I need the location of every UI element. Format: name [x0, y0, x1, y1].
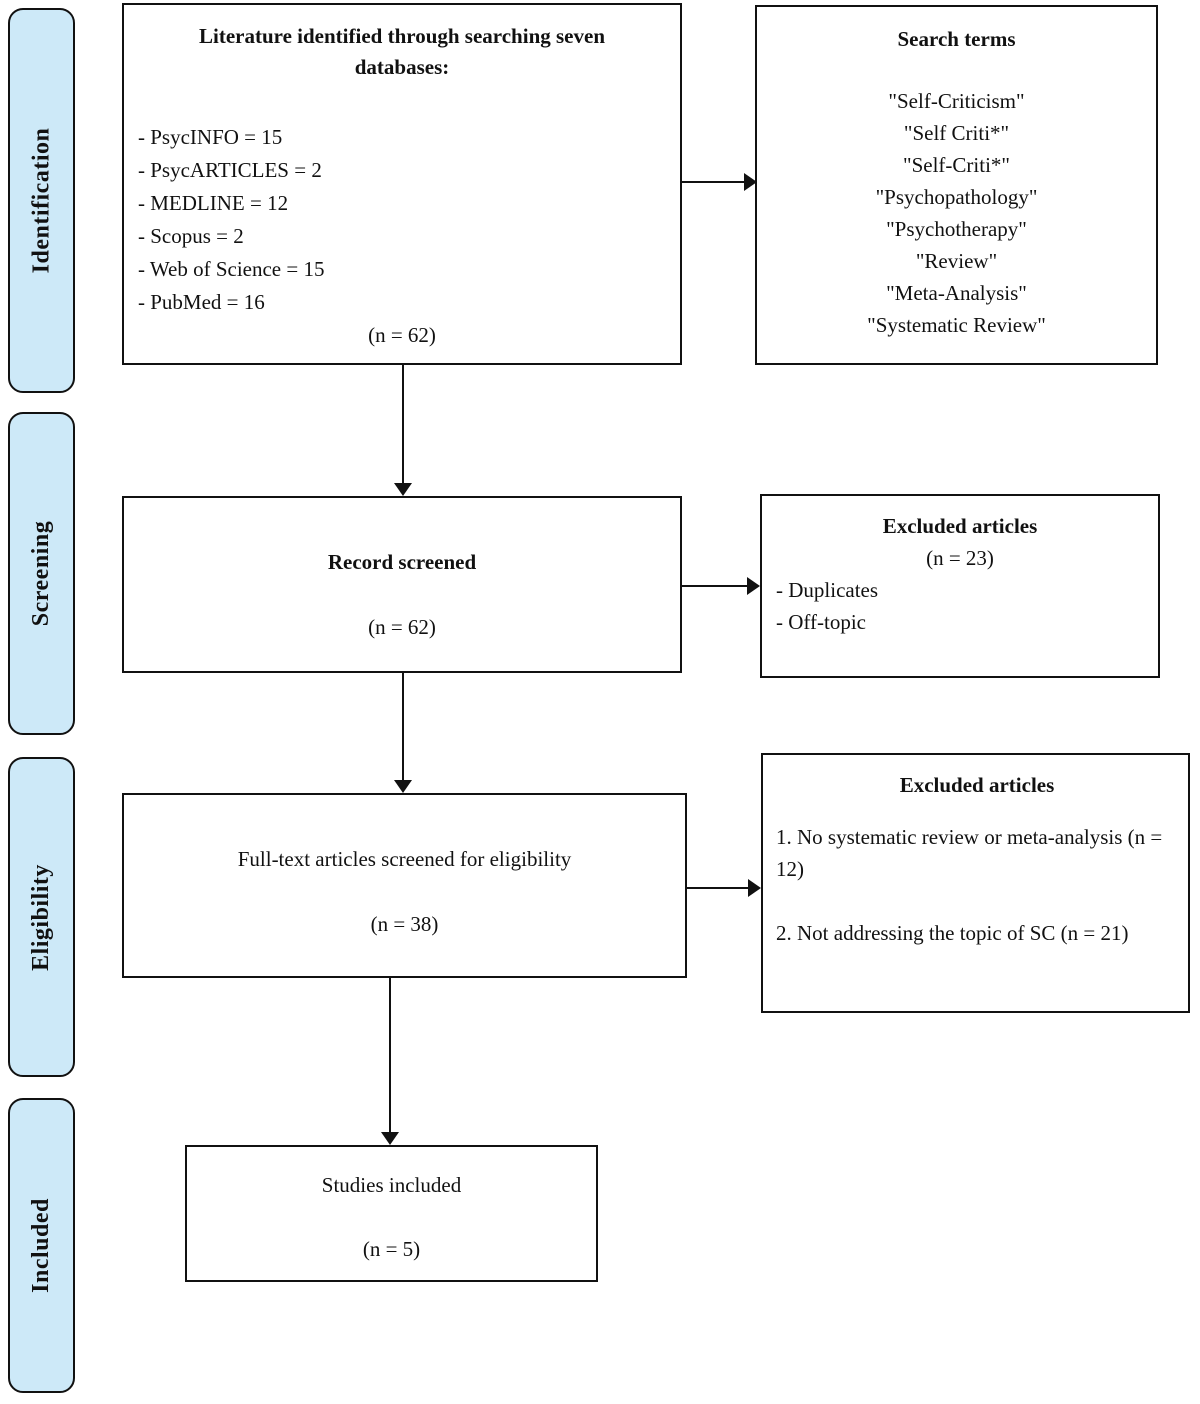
box-fulltext-screened-count: (n = 38): [370, 912, 439, 936]
arrow-eligibility-to-included-head: [381, 1132, 399, 1145]
box-literature-identified-count: (n = 62): [368, 323, 436, 347]
stage-screening: Screening: [8, 412, 75, 735]
excluded-reason: - Duplicates: [776, 578, 879, 602]
stage-eligibility-label: Eligibility: [28, 863, 55, 971]
search-term: "Psychopathology": [875, 185, 1038, 209]
arrow-eligibility-to-excluded-head: [748, 879, 761, 897]
arrow-eligibility-to-included-line: [389, 978, 391, 1133]
search-term: "Self-Criticism": [888, 89, 1025, 113]
arrow-identification-to-searchterms-line: [682, 181, 745, 183]
search-term: "Self-Criti*": [903, 153, 1010, 177]
search-term: "Review": [915, 249, 998, 273]
box-studies-included-count: (n = 5): [362, 1237, 421, 1261]
search-term: "Psychotherapy": [886, 217, 1027, 241]
box-literature-identified-title: Literature identified through searching …: [199, 24, 605, 79]
arrow-screening-to-excluded-head: [747, 577, 760, 595]
box-eligibility-excluded-title: Excluded articles: [899, 773, 1055, 797]
box-eligibility-excluded: Excluded articles 1. No systematic revie…: [761, 753, 1190, 1013]
screening-excluded-reasons: - Duplicates - Off-topic: [776, 574, 1144, 638]
box-literature-identified: Literature identified through searching …: [122, 3, 682, 365]
box-studies-included: Studies included (n = 5): [185, 1145, 598, 1282]
box-search-terms: Search terms "Self-Criticism" "Self Crit…: [755, 5, 1158, 365]
database-item: - Scopus = 2: [138, 224, 244, 248]
arrow-eligibility-to-excluded-line: [687, 887, 749, 889]
database-item: - Web of Science = 15: [138, 257, 325, 281]
box-studies-included-title: Studies included: [321, 1173, 462, 1197]
stage-identification-label: Identification: [28, 127, 55, 274]
arrow-screening-to-excluded-line: [682, 585, 748, 587]
box-screening-excluded: Excluded articles (n = 23) - Duplicates …: [760, 494, 1160, 678]
eligibility-excluded-reasons: 1. No systematic review or meta-analysis…: [776, 821, 1178, 949]
arrow-identification-to-screening-head: [394, 483, 412, 496]
database-list: - PsycINFO = 15 - PsycARTICLES = 2 - MED…: [138, 121, 666, 319]
stage-included-label: Included: [28, 1198, 55, 1293]
box-records-screened-title: Record screened: [327, 550, 477, 574]
database-item: - PubMed = 16: [138, 290, 265, 314]
stage-included: Included: [8, 1098, 75, 1393]
box-screening-excluded-title: Excluded articles: [882, 514, 1038, 538]
stage-eligibility: Eligibility: [8, 757, 75, 1077]
arrow-identification-to-screening-line: [402, 365, 404, 485]
arrow-screening-to-eligibility-head: [394, 780, 412, 793]
box-fulltext-screened: Full-text articles screened for eligibil…: [122, 793, 687, 978]
stage-screening-label: Screening: [28, 520, 55, 627]
excluded-reason: 1. No systematic review or meta-analysis…: [776, 825, 1163, 881]
box-records-screened-count: (n = 62): [368, 615, 436, 639]
database-item: - PsycARTICLES = 2: [138, 158, 322, 182]
box-records-screened: Record screened (n = 62): [122, 496, 682, 673]
arrow-identification-to-searchterms-head: [744, 173, 757, 191]
excluded-reason: 2. Not addressing the topic of SC (n = 2…: [776, 921, 1129, 945]
box-search-terms-title: Search terms: [897, 27, 1016, 51]
search-term: "Meta-Analysis": [886, 281, 1027, 305]
search-term: "Self Criti*": [903, 121, 1010, 145]
box-fulltext-screened-title: Full-text articles screened for eligibil…: [237, 847, 572, 871]
database-item: - PsycINFO = 15: [138, 125, 283, 149]
database-item: - MEDLINE = 12: [138, 191, 289, 215]
search-terms-list: "Self-Criticism" "Self Criti*" "Self-Cri…: [757, 85, 1156, 341]
excluded-reason: - Off-topic: [776, 610, 866, 634]
box-screening-excluded-count: (n = 23): [926, 546, 994, 570]
stage-identification: Identification: [8, 8, 75, 393]
search-term: "Systematic Review": [867, 313, 1046, 337]
arrow-screening-to-eligibility-line: [402, 673, 404, 781]
